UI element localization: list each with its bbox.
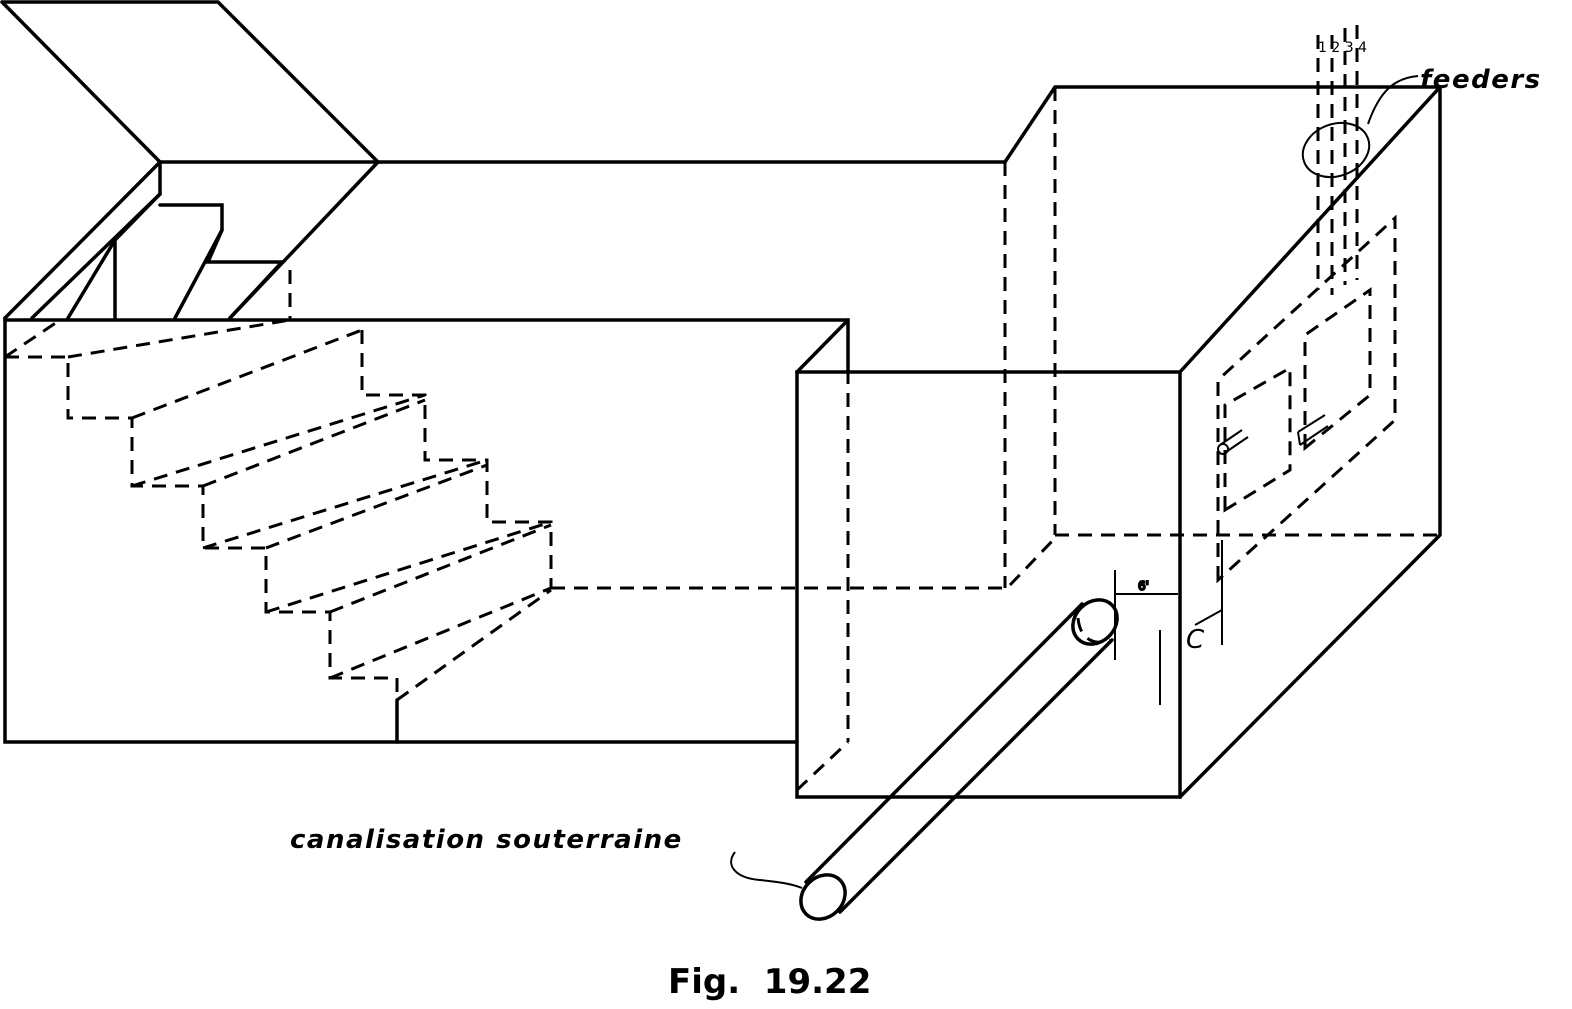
- hatch-lid: [0, 0, 383, 164]
- dimension-c-label: C: [1186, 625, 1205, 655]
- feeder-bundle-ellipse: [1301, 121, 1371, 179]
- underground-conduit: canalisation souterraine: [290, 598, 1119, 921]
- dimension-marks: 6' C: [1114, 540, 1223, 705]
- switch-fitting: [1297, 414, 1329, 446]
- underground-conduit-label: canalisation souterraine: [290, 825, 683, 855]
- feeder-lines: 1 2 3 4 feeders: [1301, 25, 1542, 295]
- figure-caption: Fig. 19.22: [668, 962, 871, 1002]
- fuse-fitting: [1217, 429, 1249, 455]
- vault-top-edge: [1003, 85, 1444, 374]
- feeders-label: feeders: [1420, 65, 1542, 95]
- switchgear-panel-right: [1303, 287, 1372, 452]
- switchgear-panel-large: [1216, 214, 1397, 584]
- vault-front-face: [795, 370, 1182, 799]
- stair-trench: [0, 0, 1010, 792]
- top-steps: [113, 192, 162, 320]
- switchgear-panel-left: [1223, 365, 1292, 513]
- dimension-small-label: 6': [1138, 579, 1149, 593]
- vault-side-face: [1178, 85, 1442, 799]
- conduit-end-front: [799, 873, 847, 921]
- feeder-numbers: 1 2 3 4: [1318, 40, 1367, 56]
- hidden-stair-profile: [5, 355, 399, 742]
- vault-box: 6' C: [795, 85, 1444, 799]
- trench-front-wall: [3, 316, 799, 744]
